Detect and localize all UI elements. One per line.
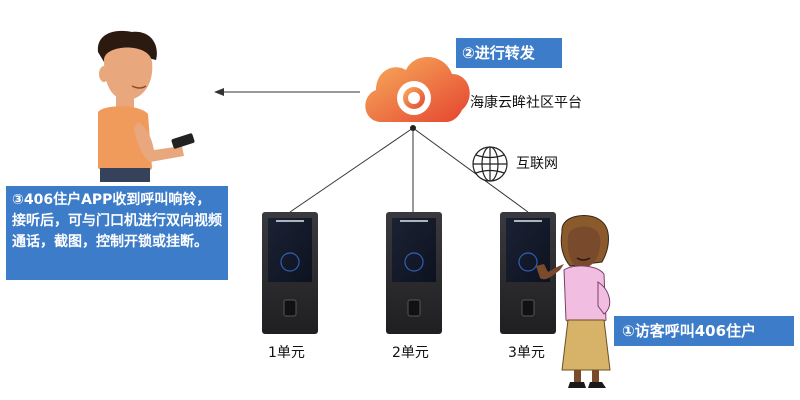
unit2-label: 2单元 <box>392 345 429 361</box>
hub-dot <box>410 125 416 131</box>
connection-lines <box>289 127 529 213</box>
internet-label: 互联网 <box>516 156 558 172</box>
step2-label: ②进行转发 <box>456 38 562 68</box>
unit3-label: 3单元 <box>508 345 545 361</box>
door-station-unit1 <box>262 212 318 334</box>
resident-figure <box>97 30 195 182</box>
unit1-label: 1单元 <box>268 345 305 361</box>
line-to-unit1 <box>289 127 414 213</box>
platform-name: 海康云眸社区平台 <box>470 95 582 111</box>
step1-label: ①访客呼叫406住户 <box>614 316 794 346</box>
forward-arrow <box>214 88 360 96</box>
globe-icon <box>472 146 508 182</box>
door-station-unit2 <box>386 212 442 334</box>
step3-label: ③406住户APP收到呼叫响铃，接听后，可与门口机进行双向视频通话，截图，控制开… <box>6 186 228 280</box>
door-station-unit3 <box>500 212 556 334</box>
visitor-figure <box>536 215 611 388</box>
cloud-logo-icon <box>365 56 470 123</box>
line-to-unit3 <box>412 127 529 213</box>
